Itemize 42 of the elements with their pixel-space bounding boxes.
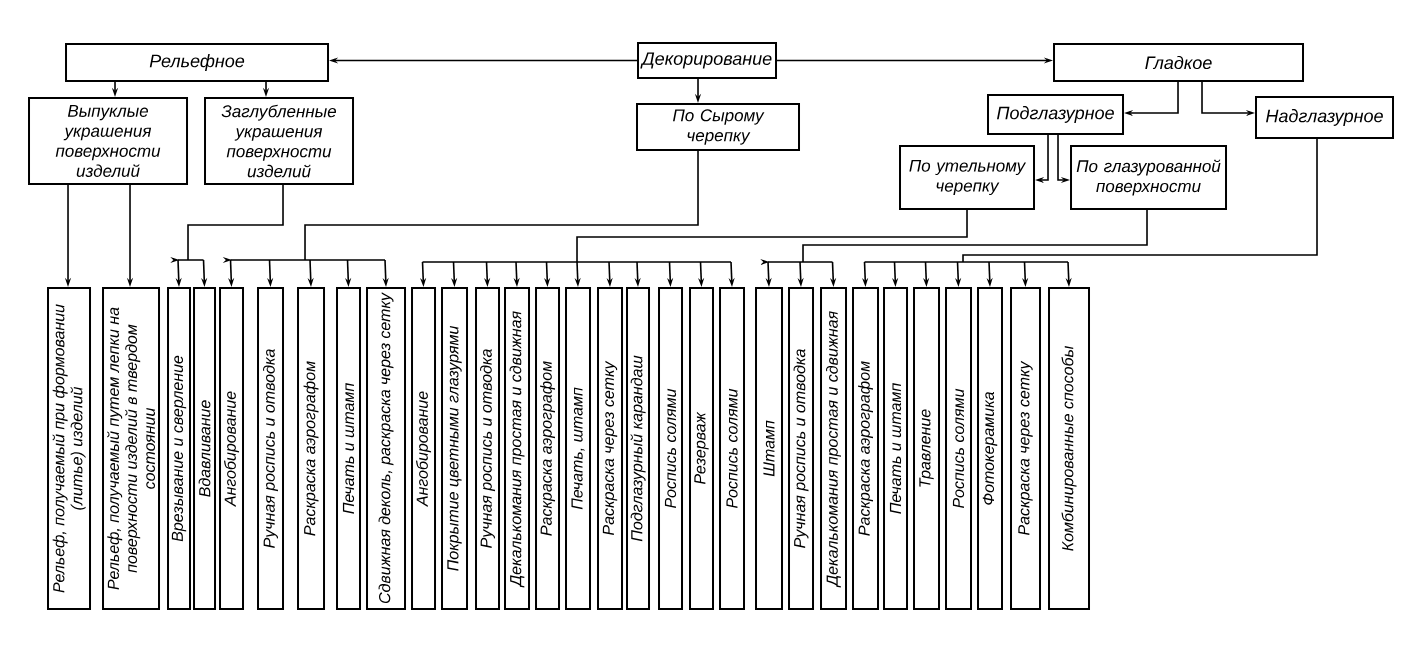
method-box: Печать и штамп [336, 287, 361, 610]
method-box: Роспись солями [658, 287, 683, 610]
method-box: Сдвижная деколь, раскраска через сетку [366, 287, 406, 610]
method-box: Травление [913, 287, 940, 610]
method-box: Фотокерамика [977, 287, 1003, 610]
method-box: Резерваж [689, 287, 714, 610]
method-box: Штамп [755, 287, 783, 610]
method-box: Печать и штамп [883, 287, 908, 610]
category-box: Выпуклые украшения поверхности изделий [28, 97, 188, 185]
method-box: Ручная роспись и отводка [788, 287, 814, 610]
method-box: Раскраска аэрографом [852, 287, 879, 610]
category-box: Рельефное [65, 43, 329, 82]
category-box: Надглазурное [1255, 96, 1394, 139]
method-box: Декалькомания простая и сдвижная [820, 287, 847, 610]
method-box: Покрытие цветными глазурями [441, 287, 468, 610]
category-box: Заглубленные украшения поверхности изделий [204, 97, 354, 185]
category-box: Подглазурное [987, 94, 1124, 135]
connector-line [421, 209, 968, 263]
method-box: Роспись солями [719, 287, 745, 610]
method-box: Врезывание и сверление [167, 287, 191, 610]
method-box: Роспись солями [945, 287, 972, 610]
category-box: Гладкое [1053, 43, 1304, 82]
method-box: Комбинированные способы [1048, 287, 1090, 610]
category-box: Декорирование [637, 42, 777, 79]
category-box: По утельному черепку [899, 145, 1035, 210]
method-box: Раскраска аэрографом [297, 287, 325, 610]
method-box: Раскраска через сетку [1010, 287, 1041, 610]
category-box: По Сырому черепку [636, 103, 800, 151]
method-box: Подглазурный карандаш [626, 287, 650, 610]
connector-line [863, 138, 1318, 263]
method-box: Ручная роспись и отводка [475, 287, 500, 610]
method-box: Ангобирование [219, 287, 244, 610]
method-box: Раскраска через сетку [597, 287, 623, 610]
method-box: Раскраска аэрографом [535, 287, 560, 610]
method-box: Ангобирование [411, 287, 436, 610]
category-box: По глазурованной поверхности [1070, 145, 1227, 210]
method-box: Печать, штамп [565, 287, 591, 610]
method-box: Рельеф, получаемый при формовании (литье) изделий [47, 287, 91, 610]
method-box: Вдавливание [193, 287, 216, 610]
method-box: Рельеф, получаемый путем лепки на поверхности изделий в твердом состоянии [102, 287, 160, 610]
method-box: Декалькомания простая и сдвижная [504, 287, 530, 610]
method-box: Ручная роспись и отводка [257, 287, 284, 610]
